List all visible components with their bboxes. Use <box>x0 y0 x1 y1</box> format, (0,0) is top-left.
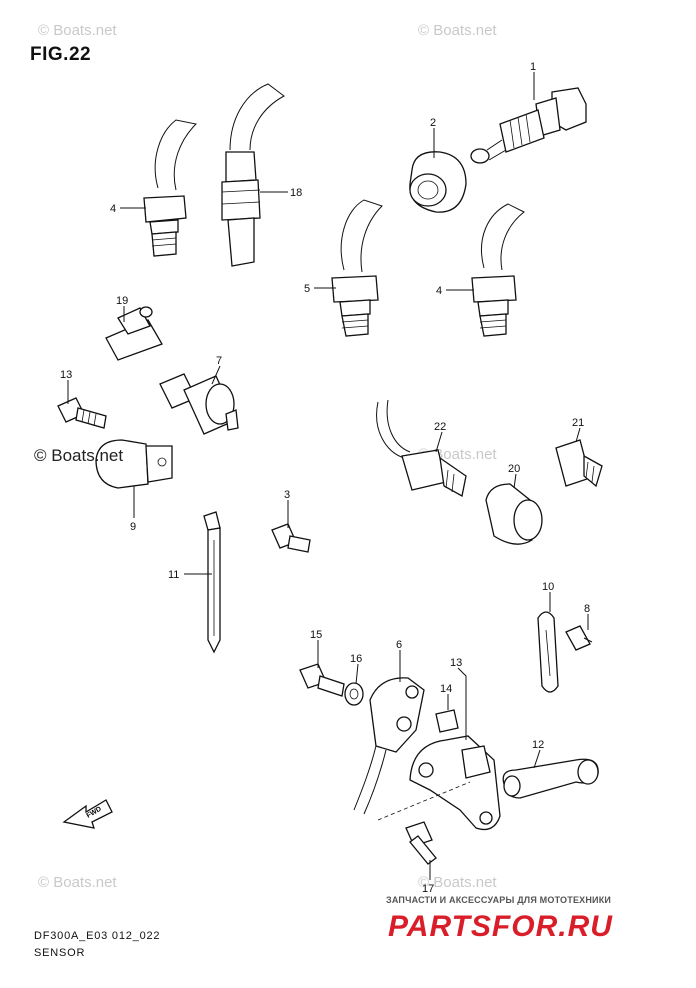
callout-3: 3 <box>284 489 290 501</box>
leader-lines <box>67 72 589 880</box>
brand-tagline: ЗАПЧАСТИ И АКСЕССУАРЫ ДЛЯ МОТОТЕХНИКИ <box>386 895 612 905</box>
callout-20: 20 <box>508 463 520 475</box>
part-5-sensor <box>331 199 383 337</box>
callout-15: 15 <box>310 629 322 641</box>
callout-11: 11 <box>168 569 179 581</box>
watermark-bottom-left: © Boats.net <box>38 874 117 891</box>
assembly-line <box>377 781 471 821</box>
part-18-sensor <box>221 83 285 267</box>
part-16-washer <box>344 682 364 706</box>
part-14-collar <box>435 709 459 733</box>
part-21-plug <box>555 439 603 488</box>
callout-8: 8 <box>584 603 590 615</box>
callout-18: 18 <box>290 187 302 199</box>
part-10-bracket <box>537 611 559 693</box>
callout-16: 16 <box>350 653 362 665</box>
part-22-sensor <box>376 399 467 498</box>
part-3-bolt <box>271 523 311 553</box>
section-name: SENSOR <box>34 947 86 959</box>
callout-17: 17 <box>422 883 434 895</box>
callout-4-right: 4 <box>436 285 442 297</box>
part-9-clamp <box>95 439 173 489</box>
part-12-link <box>502 758 599 799</box>
callout-10: 10 <box>542 581 554 593</box>
callout-13-lower: 13 <box>450 657 462 669</box>
callout-21: 21 <box>572 417 584 429</box>
callout-19: 19 <box>116 295 128 307</box>
watermark-bottom-right: © Boats.net <box>418 874 497 891</box>
callout-9: 9 <box>130 521 136 533</box>
part-13-bracket <box>409 735 501 831</box>
callout-2: 2 <box>430 117 436 129</box>
fwd-arrow-icon: FWD <box>62 799 113 829</box>
part-7-sensor <box>159 373 239 435</box>
callout-5: 5 <box>304 283 310 295</box>
callout-14: 14 <box>440 683 452 695</box>
watermark-top-left: © Boats.net <box>38 22 117 39</box>
callout-4-left: 4 <box>110 203 116 215</box>
part-2-grommet <box>409 151 467 213</box>
watermark-dark: © Boats.net <box>34 446 124 465</box>
part-6-sensor <box>353 677 425 815</box>
callouts: 1 2 3 4 4 5 6 7 8 9 10 11 12 13 13 14 15… <box>60 61 590 895</box>
part-8-bolt <box>565 625 593 651</box>
watermark-top-right: © Boats.net <box>418 22 497 39</box>
model-code: DF300A_E03 012_022 <box>34 930 161 942</box>
brand-logo: PARTSFOR.RU <box>388 910 613 943</box>
part-4-sensor-left <box>143 119 198 257</box>
callout-1: 1 <box>530 61 536 73</box>
part-20-cap <box>485 483 543 545</box>
part-19-clip <box>105 306 163 361</box>
part-15-bolt <box>299 663 345 697</box>
callout-12: 12 <box>532 739 544 751</box>
figure-title: FIG.22 <box>30 44 92 65</box>
part-1-sensor <box>470 87 587 164</box>
part-4-sensor-right <box>471 203 525 337</box>
callout-7: 7 <box>216 355 222 367</box>
part-13-bolt-upper <box>57 397 107 429</box>
callout-13-upper: 13 <box>60 369 72 381</box>
part-17-bolt <box>405 821 437 865</box>
callout-22: 22 <box>434 421 446 433</box>
callout-6: 6 <box>396 639 402 651</box>
part-11-cable-tie <box>203 511 221 654</box>
